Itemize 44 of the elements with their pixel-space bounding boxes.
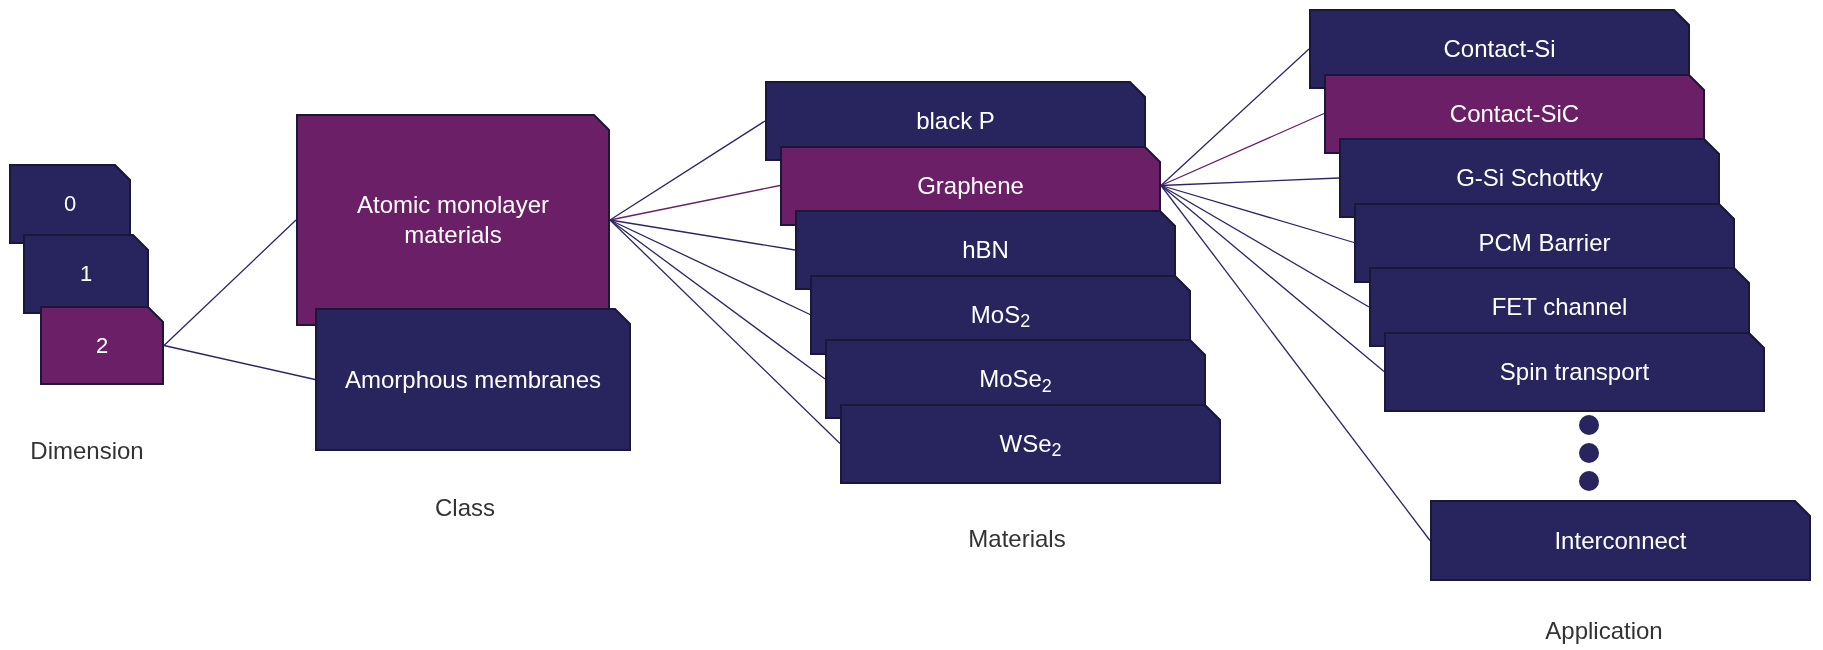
snipped-corner-box [9,164,131,244]
connector-line [1160,48,1310,187]
connector-line [609,219,841,445]
snipped-corner-box [40,306,164,385]
box-text: FET channel [1490,292,1629,322]
box-text: Contact-SiC [1448,98,1581,129]
snipped-corner-box [840,403,1221,484]
box-text: Interconnect [1553,525,1688,556]
box-text: 0 [62,190,78,218]
box-text: G-Si Schottky [1455,163,1604,193]
connector-line [1160,112,1325,187]
column-label: Materials [968,524,1066,554]
box-text: Graphene [916,170,1025,201]
snipped-corner-box [23,234,149,314]
column-label: Dimension [30,436,144,466]
box-text: Amorphous membranes [343,364,603,395]
connector-line [1160,177,1340,187]
box-text: MoSe$_{2}$ [978,364,1053,394]
box-text: black P [915,106,996,136]
snipped-corner-box [1384,331,1765,412]
snipped-corner-box [315,308,631,451]
snipped-corner-box [296,114,610,326]
column-label: Application [1545,616,1663,646]
connector-line [1160,184,1370,308]
box-text: MoS$_{2}$ [969,299,1032,330]
connector-line [609,184,781,221]
connector-line [609,120,766,221]
connector-line [609,219,811,316]
box-text: 2 [94,331,110,360]
box-text: WSe$_{2}$ [998,428,1063,459]
box-text: hBN [961,235,1010,265]
connector-line [1160,184,1355,244]
box-text: Atomic monolayer materials [355,190,551,250]
box-text: PCM Barrier [1477,227,1612,258]
connector-line [163,344,316,381]
connector-line [609,219,796,251]
connector-line [609,219,826,380]
box-text: Spin transport [1498,356,1651,387]
box-text: 1 [78,260,94,288]
column-label: Class [435,493,495,523]
snipped-corner-box [1430,500,1811,581]
connector-line [163,219,297,347]
box-text: Contact-Si [1442,34,1557,64]
connector-line [1160,184,1385,373]
